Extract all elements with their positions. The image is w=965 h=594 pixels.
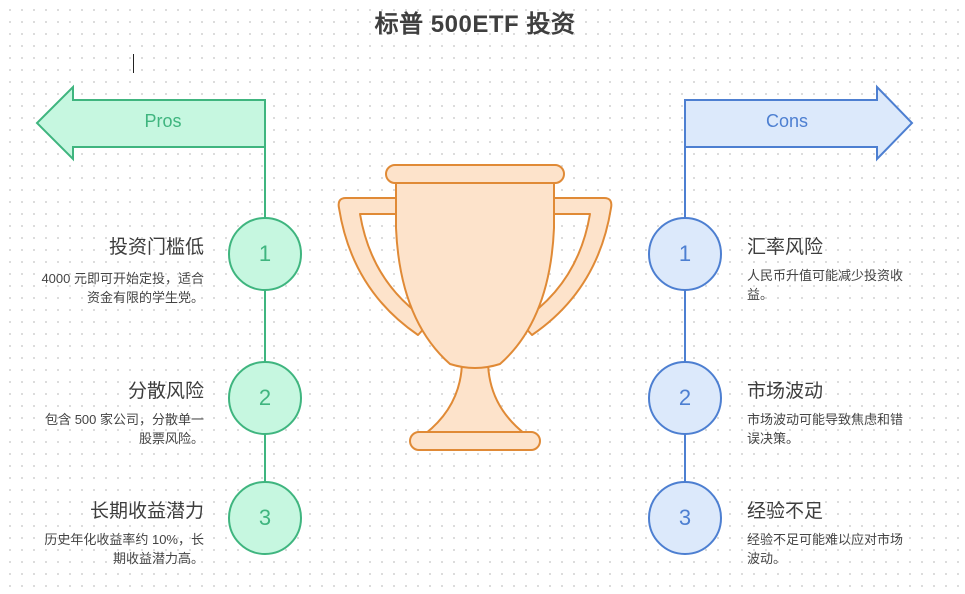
cons-number-1: 1 bbox=[678, 241, 692, 266]
cons-arrow-shape bbox=[684, 84, 914, 162]
pros-item-title-2: 分散风险 bbox=[127, 381, 204, 402]
cons-item-title-3: 经验不足 bbox=[747, 501, 824, 522]
pros-item-desc-3: 历史年化收益率约 10%，长期收益潜力高。 bbox=[44, 532, 204, 566]
cons-circle-1 bbox=[648, 217, 722, 291]
pros-item-title-1: 投资门槛低 bbox=[108, 237, 204, 258]
pros-number-2: 2 bbox=[258, 385, 272, 410]
pros-circle-1 bbox=[228, 217, 302, 291]
pros-item-desc-2: 包含 500 家公司，分散单一股票风险。 bbox=[45, 412, 204, 446]
cons-circle-3 bbox=[648, 481, 722, 555]
cons-item-title-2: 市场波动 bbox=[747, 381, 824, 402]
text-cursor bbox=[133, 54, 134, 73]
cons-item-title-1: 汇率风险 bbox=[747, 237, 824, 258]
cons-header: Cons bbox=[765, 111, 809, 131]
pros-item-title-3: 长期收益潜力 bbox=[89, 501, 204, 522]
pros-item-desc-1: 4000 元即可开始定投，适合资金有限的学生党。 bbox=[41, 271, 204, 305]
pros-header: Pros bbox=[144, 111, 182, 131]
pros-number-1: 1 bbox=[258, 241, 272, 266]
cons-circle-2 bbox=[648, 361, 722, 435]
cons-item-desc-2: 市场波动可能导致焦虑和错误决策。 bbox=[747, 412, 904, 446]
cons-number-3: 3 bbox=[678, 505, 692, 530]
cons-item-desc-3: 经验不足可能难以应对市场波动。 bbox=[747, 532, 904, 566]
pros-arrow-shape bbox=[35, 84, 266, 162]
pros-circle-2 bbox=[228, 361, 302, 435]
cons-number-2: 2 bbox=[678, 385, 692, 410]
cons-item-desc-1: 人民币升值可能减少投资收益。 bbox=[747, 268, 904, 302]
pros-circle-3 bbox=[228, 481, 302, 555]
pros-number-3: 3 bbox=[258, 505, 272, 530]
trophy-icon bbox=[337, 164, 613, 451]
page-title: 标普 500ETF 投资 bbox=[374, 11, 576, 38]
